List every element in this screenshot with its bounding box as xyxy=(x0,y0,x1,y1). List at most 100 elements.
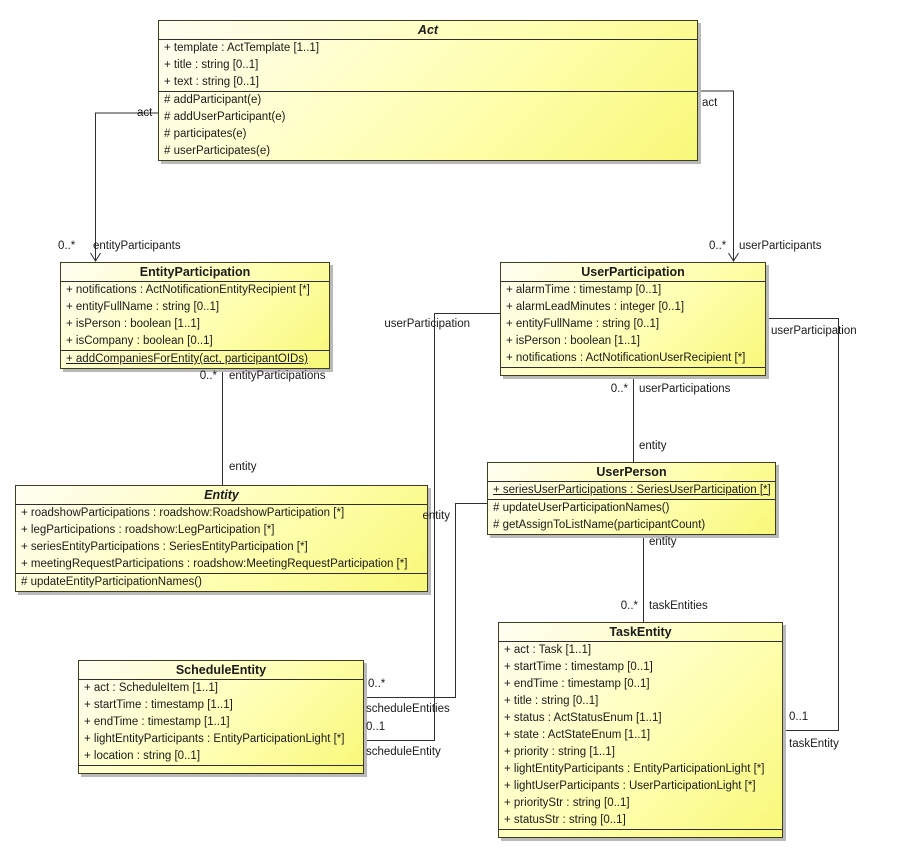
edge-act-entityparticipation[interactable] xyxy=(95,112,159,260)
class-title: Entity xyxy=(16,486,427,505)
attribute-row: + entityFullName : string [0..1] xyxy=(506,318,660,330)
operations-compartment: + addCompaniesForEntity(act, participant… xyxy=(61,350,329,368)
attribute-row: + act : Task [1..1] xyxy=(504,644,592,656)
edge-role-label: entityParticipants xyxy=(93,240,181,252)
attribute-row: + statusStr : string [0..1] xyxy=(504,814,626,826)
edge-role-label: act xyxy=(137,107,153,119)
edge-role-label: userParticipations xyxy=(639,383,731,395)
attribute-row: + alarmTime : timestamp [0..1] xyxy=(506,284,662,296)
attribute-row: + isCompany : boolean [0..1] xyxy=(66,335,213,347)
operation-row: # userParticipates(e) xyxy=(164,145,271,157)
class-act[interactable]: Act + template : ActTemplate [1..1] + ti… xyxy=(158,20,698,161)
edge-role-label: entity xyxy=(639,440,667,452)
edge-multiplicity-label: 0..* xyxy=(709,240,727,252)
operation-row: # updateEntityParticipationNames() xyxy=(21,576,202,588)
attribute-row-static: + seriesUserParticipations : SeriesUserP… xyxy=(493,484,771,496)
operation-row: # addParticipant(e) xyxy=(164,94,262,106)
edge-role-label: entityParticipations xyxy=(229,370,326,382)
operation-row: # addUserParticipant(e) xyxy=(164,111,286,123)
attribute-row: + seriesEntityParticipations : SeriesEnt… xyxy=(21,541,308,553)
operations-compartment-empty xyxy=(501,367,765,375)
edge-userparticipation-scheduleentity[interactable] xyxy=(364,313,500,741)
edge-role-label: entity xyxy=(229,461,257,473)
class-title: Act xyxy=(159,21,697,40)
class-title: ScheduleEntity xyxy=(79,661,363,680)
class-title: UserPerson xyxy=(488,463,775,482)
edge-role-label: userParticipation xyxy=(384,318,470,330)
attributes-compartment: + notifications : ActNotificationEntityR… xyxy=(61,282,329,350)
edge-role-label: userParticipation xyxy=(771,325,857,337)
attribute-row: + template : ActTemplate [1..1] xyxy=(164,42,320,54)
attributes-compartment: + seriesUserParticipations : SeriesUserP… xyxy=(488,482,775,499)
attribute-row: + location : string [0..1] xyxy=(84,750,201,762)
edge-role-label: entity xyxy=(422,510,451,522)
operations-compartment: # updateUserParticipationNames() # getAs… xyxy=(488,499,775,534)
edge-multiplicity-label: 0..* xyxy=(620,600,638,612)
attribute-row: + lightUserParticipants : UserParticipat… xyxy=(504,780,756,792)
class-entity[interactable]: Entity + roadshowParticipations : roadsh… xyxy=(15,485,428,592)
operations-compartment-empty xyxy=(499,829,782,837)
attributes-compartment: + act : Task [1..1] + startTime : timest… xyxy=(499,642,782,829)
attribute-row: + meetingRequestParticipations : roadsho… xyxy=(21,558,408,570)
attribute-row: + text : string [0..1] xyxy=(164,76,259,88)
attribute-row: + state : ActStateEnum [1..1] xyxy=(504,729,651,741)
class-task-entity[interactable]: TaskEntity + act : Task [1..1] + startTi… xyxy=(498,622,783,838)
edge-multiplicity-label: 0..1 xyxy=(366,721,386,733)
edge-multiplicity-label: 0..* xyxy=(368,678,386,690)
attribute-row: + isPerson : boolean [1..1] xyxy=(66,318,200,330)
attribute-row: + priorityStr : string [0..1] xyxy=(504,797,630,809)
edge-multiplicity-label: 0..1 xyxy=(789,711,809,723)
attribute-row: + startTime : timestamp [1..1] xyxy=(84,699,233,711)
attribute-row: + legParticipations : roadshow:LegPartic… xyxy=(21,524,275,536)
edge-multiplicity-label: 0..* xyxy=(58,240,76,252)
attribute-row: + alarmLeadMinutes : integer [0..1] xyxy=(506,301,685,313)
attribute-row: + isPerson : boolean [1..1] xyxy=(506,335,640,347)
edge-act-userparticipation[interactable] xyxy=(698,90,734,260)
edge-role-label: taskEntities xyxy=(649,600,708,612)
edge-role-label: userParticipants xyxy=(739,240,822,252)
attribute-row: + lightEntityParticipants : EntityPartic… xyxy=(504,763,765,775)
edge-userparticipation-taskentity[interactable] xyxy=(766,318,839,731)
attribute-row: + notifications : ActNotificationEntityR… xyxy=(66,284,310,296)
edge-role-label: scheduleEntities xyxy=(366,703,450,715)
attribute-row: + entityFullName : string [0..1] xyxy=(66,301,220,313)
edge-role-label: entity xyxy=(649,536,677,548)
class-title: EntityParticipation xyxy=(61,263,329,282)
operations-compartment-empty xyxy=(79,765,363,773)
attribute-row: + endTime : timestamp [0..1] xyxy=(504,678,650,690)
class-user-participation[interactable]: UserParticipation + alarmTime : timestam… xyxy=(500,262,766,376)
edge-role-label: act xyxy=(702,97,718,109)
attribute-row: + status : ActStatusEnum [1..1] xyxy=(504,712,662,724)
operation-row: # participates(e) xyxy=(164,128,247,140)
class-schedule-entity[interactable]: ScheduleEntity + act : ScheduleItem [1..… xyxy=(78,660,364,774)
attribute-row: + lightEntityParticipants : EntityPartic… xyxy=(84,733,345,745)
arrowhead-userparticipants xyxy=(728,252,739,262)
attributes-compartment: + act : ScheduleItem [1..1] + startTime … xyxy=(79,680,363,765)
attribute-row: + act : ScheduleItem [1..1] xyxy=(84,682,218,694)
edge-multiplicity-label: 0..* xyxy=(199,370,217,382)
edge-role-label: scheduleEntity xyxy=(366,746,441,758)
class-title: UserParticipation xyxy=(501,263,765,282)
attribute-row: + startTime : timestamp [0..1] xyxy=(504,661,653,673)
operation-row-static: + addCompaniesForEntity(act, participant… xyxy=(66,353,308,365)
attributes-compartment: + roadshowParticipations : roadshow:Road… xyxy=(16,505,427,573)
attribute-row: + priority : string [1..1] xyxy=(504,746,615,758)
edge-userperson-scheduleentity[interactable] xyxy=(364,503,487,698)
operation-row: # getAssignToListName(participantCount) xyxy=(493,519,706,531)
class-entity-participation[interactable]: EntityParticipation + notifications : Ac… xyxy=(60,262,330,369)
attribute-row: + title : string [0..1] xyxy=(164,59,259,71)
attribute-row: + roadshowParticipations : roadshow:Road… xyxy=(21,507,345,519)
operation-row: # updateUserParticipationNames() xyxy=(493,502,670,514)
attributes-compartment: + template : ActTemplate [1..1] + title … xyxy=(159,40,697,91)
attribute-row: + title : string [0..1] xyxy=(504,695,599,707)
attribute-row: + endTime : timestamp [1..1] xyxy=(84,716,230,728)
operations-compartment: # addParticipant(e) # addUserParticipant… xyxy=(159,91,697,160)
edge-role-label: taskEntity xyxy=(789,738,839,750)
class-user-person[interactable]: UserPerson + seriesUserParticipations : … xyxy=(487,462,776,535)
edge-multiplicity-label: 0..* xyxy=(610,383,628,395)
attributes-compartment: + alarmTime : timestamp [0..1] + alarmLe… xyxy=(501,282,765,367)
operations-compartment: # updateEntityParticipationNames() xyxy=(16,573,427,591)
class-title: TaskEntity xyxy=(499,623,782,642)
